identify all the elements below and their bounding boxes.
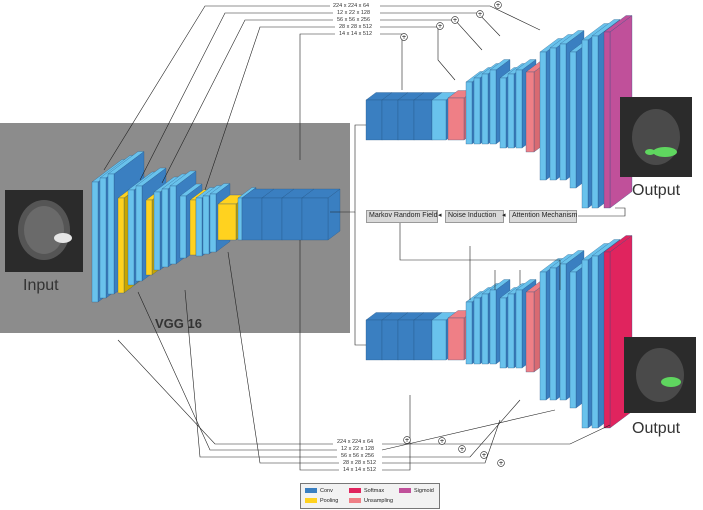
plus-icon [497, 459, 505, 467]
skip-wire [103, 5, 330, 171]
output-image-bottom [624, 337, 696, 413]
skip-wire [381, 409, 556, 451]
legend-swatch [399, 488, 411, 493]
plus-sign: + [481, 452, 486, 459]
arrow-left-icon: ◂ [502, 212, 506, 219]
pipeline-label: Attention Mechanism [512, 212, 578, 219]
dim-label-top: 28 x 28 x 512 [339, 24, 373, 30]
plus-sign: + [498, 460, 503, 467]
input-label: Input [23, 277, 59, 294]
dim-label-bottom: 224 x 224 x 64 [337, 439, 374, 445]
skip-wire [382, 399, 521, 458]
skip-wire [330, 124, 366, 213]
skip-wire [161, 19, 333, 184]
pipeline-step-noise: Noise Induction [445, 210, 504, 223]
segmentation-result-icon [632, 109, 680, 165]
skip-wire [399, 221, 561, 290]
plus-sign: + [401, 34, 406, 41]
output-image-top [620, 97, 692, 177]
skip-wire [139, 12, 333, 181]
skip-wire [184, 289, 337, 458]
skip-wire [382, 419, 501, 464]
legend-item-pooling: Pooling [305, 497, 338, 504]
dim-label-top: 14 x 14 x 512 [339, 31, 373, 37]
input-image [5, 190, 83, 272]
plus-sign: + [459, 446, 464, 453]
encoder-title: VGG 16 [155, 316, 202, 331]
skip-wire [137, 291, 337, 451]
plus-icon [451, 16, 459, 24]
arrow-left-icon: ◂ [438, 212, 442, 219]
skip-wire [380, 26, 456, 81]
dim-label-top: 56 x 56 x 256 [337, 17, 371, 23]
plus-icon [400, 33, 408, 41]
skip-wire [578, 207, 626, 217]
skip-wire [380, 5, 541, 31]
segmentation-result-icon [636, 348, 684, 402]
skip-wire [299, 33, 335, 160]
plus-sign: + [477, 11, 482, 18]
pipeline-label: Markov Random Field [369, 212, 438, 219]
dim-label-bottom: 14 x 14 x 512 [343, 467, 377, 473]
dim-label-top: 12 x 22 x 128 [337, 10, 371, 16]
skip-wire [382, 395, 411, 471]
legend: Conv Softmax Sigmoid Pooling Unsampling [300, 483, 440, 509]
dim-label-bottom: 12 x 22 x 128 [341, 446, 375, 452]
legend-item-sigmoid: Sigmoid [399, 487, 434, 494]
dim-label-bottom: 56 x 56 x 256 [341, 453, 375, 459]
legend-label: Unsampling [364, 497, 394, 504]
plus-icon [476, 10, 484, 18]
skip-wire [117, 339, 333, 445]
plus-sign: + [437, 23, 442, 30]
plus-icon [438, 437, 446, 445]
conv-layer [301, 188, 341, 241]
skip-wire [227, 251, 339, 464]
plus-sign: + [495, 2, 500, 9]
plus-icon [480, 451, 488, 459]
sum-nodes: + + + + + + + + + + [400, 1, 505, 467]
legend-label: Sigmoid [414, 487, 434, 494]
legend-swatch [305, 488, 317, 493]
plus-sign: + [404, 437, 409, 444]
plus-icon [436, 22, 444, 30]
plus-icon [494, 1, 502, 9]
legend-item-unsampling: Unsampling [349, 497, 393, 504]
pipeline-step-attention: Attention Mechanism [509, 210, 577, 223]
legend-item-softmax: Softmax [349, 487, 384, 494]
skip-connections [103, 5, 626, 471]
plus-icon [403, 436, 411, 444]
skip-wire [299, 240, 339, 471]
skip-wire [204, 26, 335, 191]
plus-sign: + [452, 17, 457, 24]
skip-wire [380, 33, 403, 90]
skip-wire [380, 19, 483, 51]
legend-item-conv: Conv [305, 487, 333, 494]
brain-scan-icon [18, 200, 72, 260]
legend-label: Pooling [320, 497, 339, 504]
output-label-top: Output [632, 182, 681, 199]
dim-label-bottom: 28 x 28 x 512 [343, 460, 377, 466]
legend-swatch [349, 498, 361, 503]
plus-sign: + [439, 438, 444, 445]
dim-label-top: 224 x 224 x 64 [333, 3, 370, 9]
output-label-bottom: Output [632, 420, 681, 437]
plus-icon [458, 445, 466, 453]
pipeline-step-mrf: Markov Random Field [366, 210, 438, 223]
skip-wire [354, 212, 366, 346]
skip-wire [382, 424, 611, 445]
pipeline-label: Noise Induction [448, 212, 497, 219]
legend-swatch [349, 488, 361, 493]
legend-label: Softmax [364, 487, 385, 494]
legend-swatch [305, 498, 317, 503]
legend-label: Conv [320, 487, 333, 494]
